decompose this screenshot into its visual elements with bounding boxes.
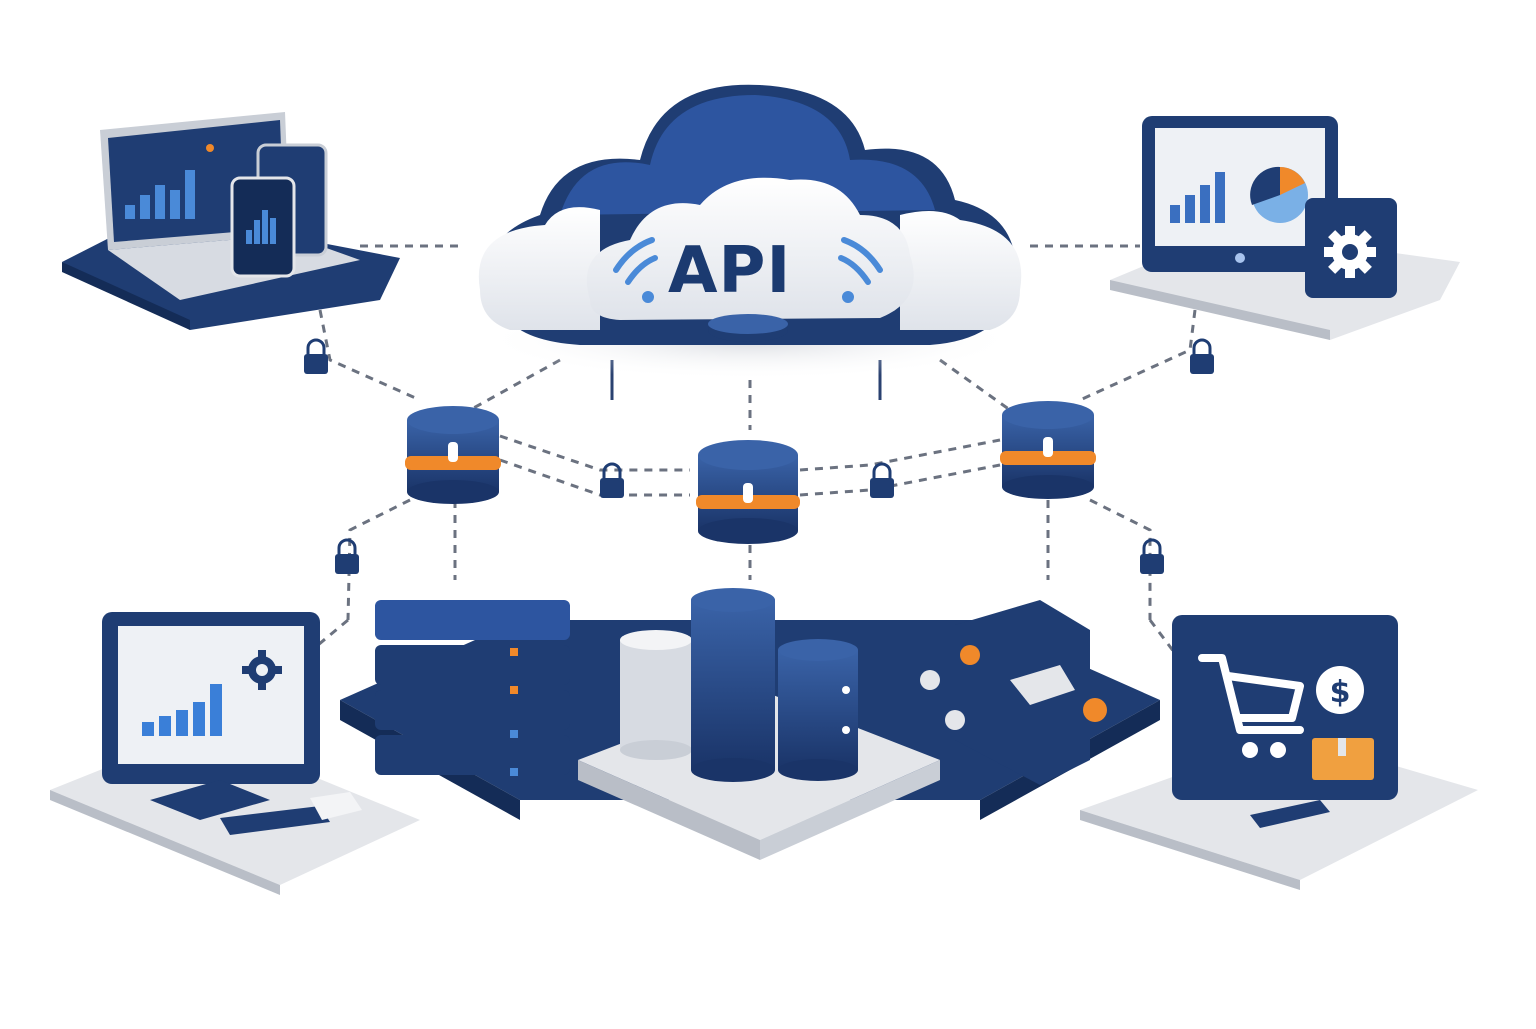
database-cluster — [620, 588, 858, 782]
svg-text:$: $ — [1330, 675, 1351, 710]
integration-module — [920, 600, 1107, 785]
wifi-signal-right-icon — [838, 237, 883, 303]
wifi-signal-left-icon — [613, 237, 658, 303]
gateway-nodes — [405, 401, 1096, 544]
gear-icon — [1324, 226, 1376, 278]
shopping-cart-icon — [1198, 654, 1304, 734]
client-analytics-top-right — [1110, 116, 1460, 340]
client-desktop-bottom-left — [50, 612, 420, 895]
client-ecommerce-bottom-right: $ — [1080, 615, 1478, 890]
server-stack — [375, 600, 570, 776]
lock-icons — [304, 338, 1214, 574]
client-devices-top-left — [62, 112, 400, 330]
api-label: API — [668, 234, 792, 308]
api-cloud — [478, 84, 1022, 380]
